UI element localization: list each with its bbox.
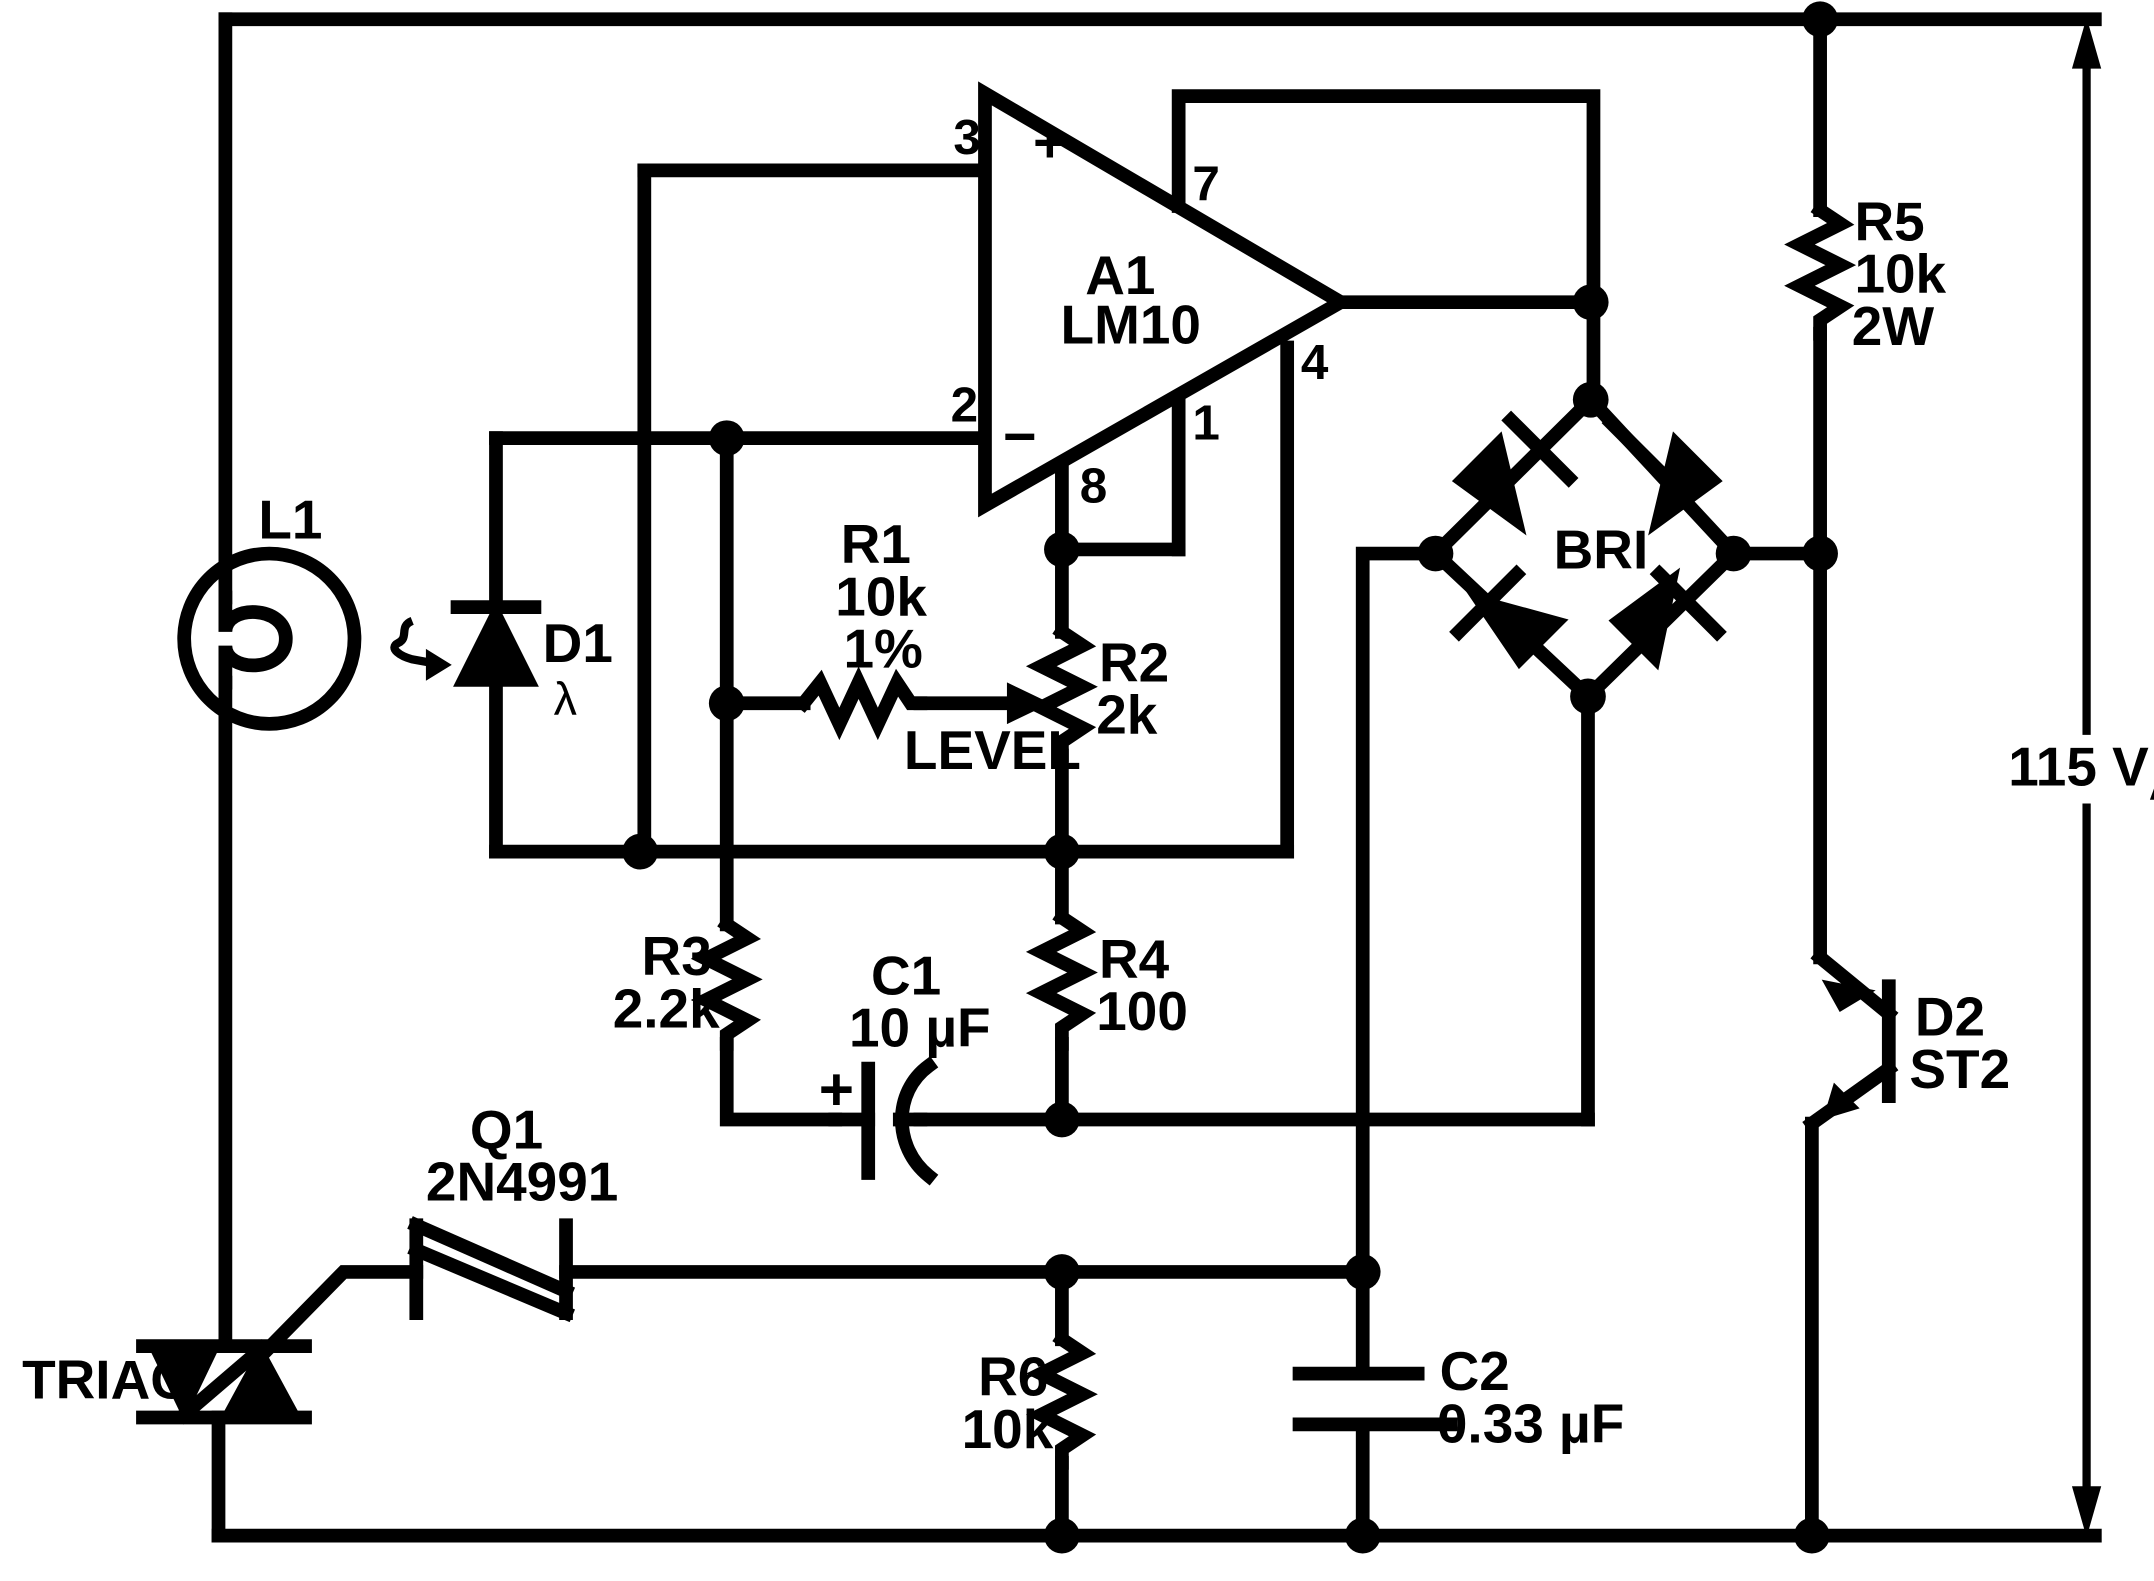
lamp-l1 (177, 546, 362, 731)
label-r3-value: 2.2k (613, 977, 720, 1039)
resistor-r3 (690, 914, 763, 1051)
label-triac: TRIAC (22, 1348, 190, 1410)
c1-plus-sign: + (819, 1055, 854, 1123)
bridge-rectifier (1425, 390, 1744, 707)
trigger-diode-d2 (1802, 947, 1899, 1134)
label-l1: L1 (258, 488, 322, 550)
junction-dots (622, 1, 1838, 1554)
pin-8-label: 8 (1080, 459, 1108, 514)
pin-3-label: 3 (953, 110, 981, 165)
label-a1-part: LM10 (1061, 293, 1201, 355)
label-r4-value: 100 (1096, 980, 1188, 1042)
potentiometer-r2 (1025, 622, 1098, 763)
label-q1: Q1 (470, 1098, 543, 1160)
label-d2-part: ST2 (1909, 1038, 2010, 1100)
label-r5-value: 10k (1854, 243, 1946, 305)
opamp-minus-sign: − (1003, 405, 1037, 469)
resistor-r6 (1025, 1329, 1098, 1470)
voltage-dimension-line (2071, 17, 2102, 1538)
label-level: LEVEL (904, 719, 1081, 781)
label-r4: R4 (1099, 928, 1170, 990)
pin-4-label: 4 (1301, 335, 1329, 390)
label-r5: R5 (1854, 190, 1924, 252)
label-bri: BRI (1554, 519, 1649, 581)
opamp-plus-sign: + (1033, 111, 1067, 175)
label-d1: D1 (543, 612, 613, 674)
resistor-r5 (1784, 200, 1857, 341)
pin-7-label: 7 (1192, 157, 1220, 212)
resistor-r1 (794, 666, 928, 741)
label-r1-tolerance: 1% (843, 618, 922, 680)
label-r3: R3 (642, 925, 712, 987)
switch-q1 (407, 1216, 576, 1323)
label-r1: R1 (841, 513, 911, 575)
opamp-a1 (978, 81, 1355, 518)
label-r1-value: 10k (835, 565, 927, 627)
label-r6-value: 10k (962, 1398, 1054, 1460)
label-c1-value: 10 µF (849, 997, 991, 1059)
label-c2-value: 0.33 µF (1437, 1392, 1624, 1454)
capacitor-c2 (1292, 1366, 1458, 1432)
potentiometer-wiper-arrow (1006, 682, 1051, 725)
label-r2-value: 2k (1096, 683, 1158, 745)
capacitor-c1 (828, 1056, 939, 1186)
wires (211, 12, 2102, 1543)
triac (136, 1339, 312, 1425)
label-d2: D2 (1915, 986, 1985, 1048)
label-d1-lambda: λ (554, 672, 577, 724)
label-r5-power: 2W (1852, 295, 1935, 357)
label-r6: R6 (978, 1346, 1048, 1408)
label-a1: A1 (1085, 244, 1155, 306)
label-c1: C1 (871, 944, 941, 1006)
label-115v: 115 VAC (2008, 736, 2154, 809)
label-r2: R2 (1099, 631, 1169, 693)
label-c2: C2 (1440, 1340, 1510, 1402)
resistor-r4 (1025, 908, 1098, 1051)
pin-2-label: 2 (951, 378, 979, 433)
pin-1-label: 1 (1192, 396, 1220, 451)
label-q1-part: 2N4991 (426, 1151, 618, 1213)
photodiode-d1 (390, 600, 542, 687)
